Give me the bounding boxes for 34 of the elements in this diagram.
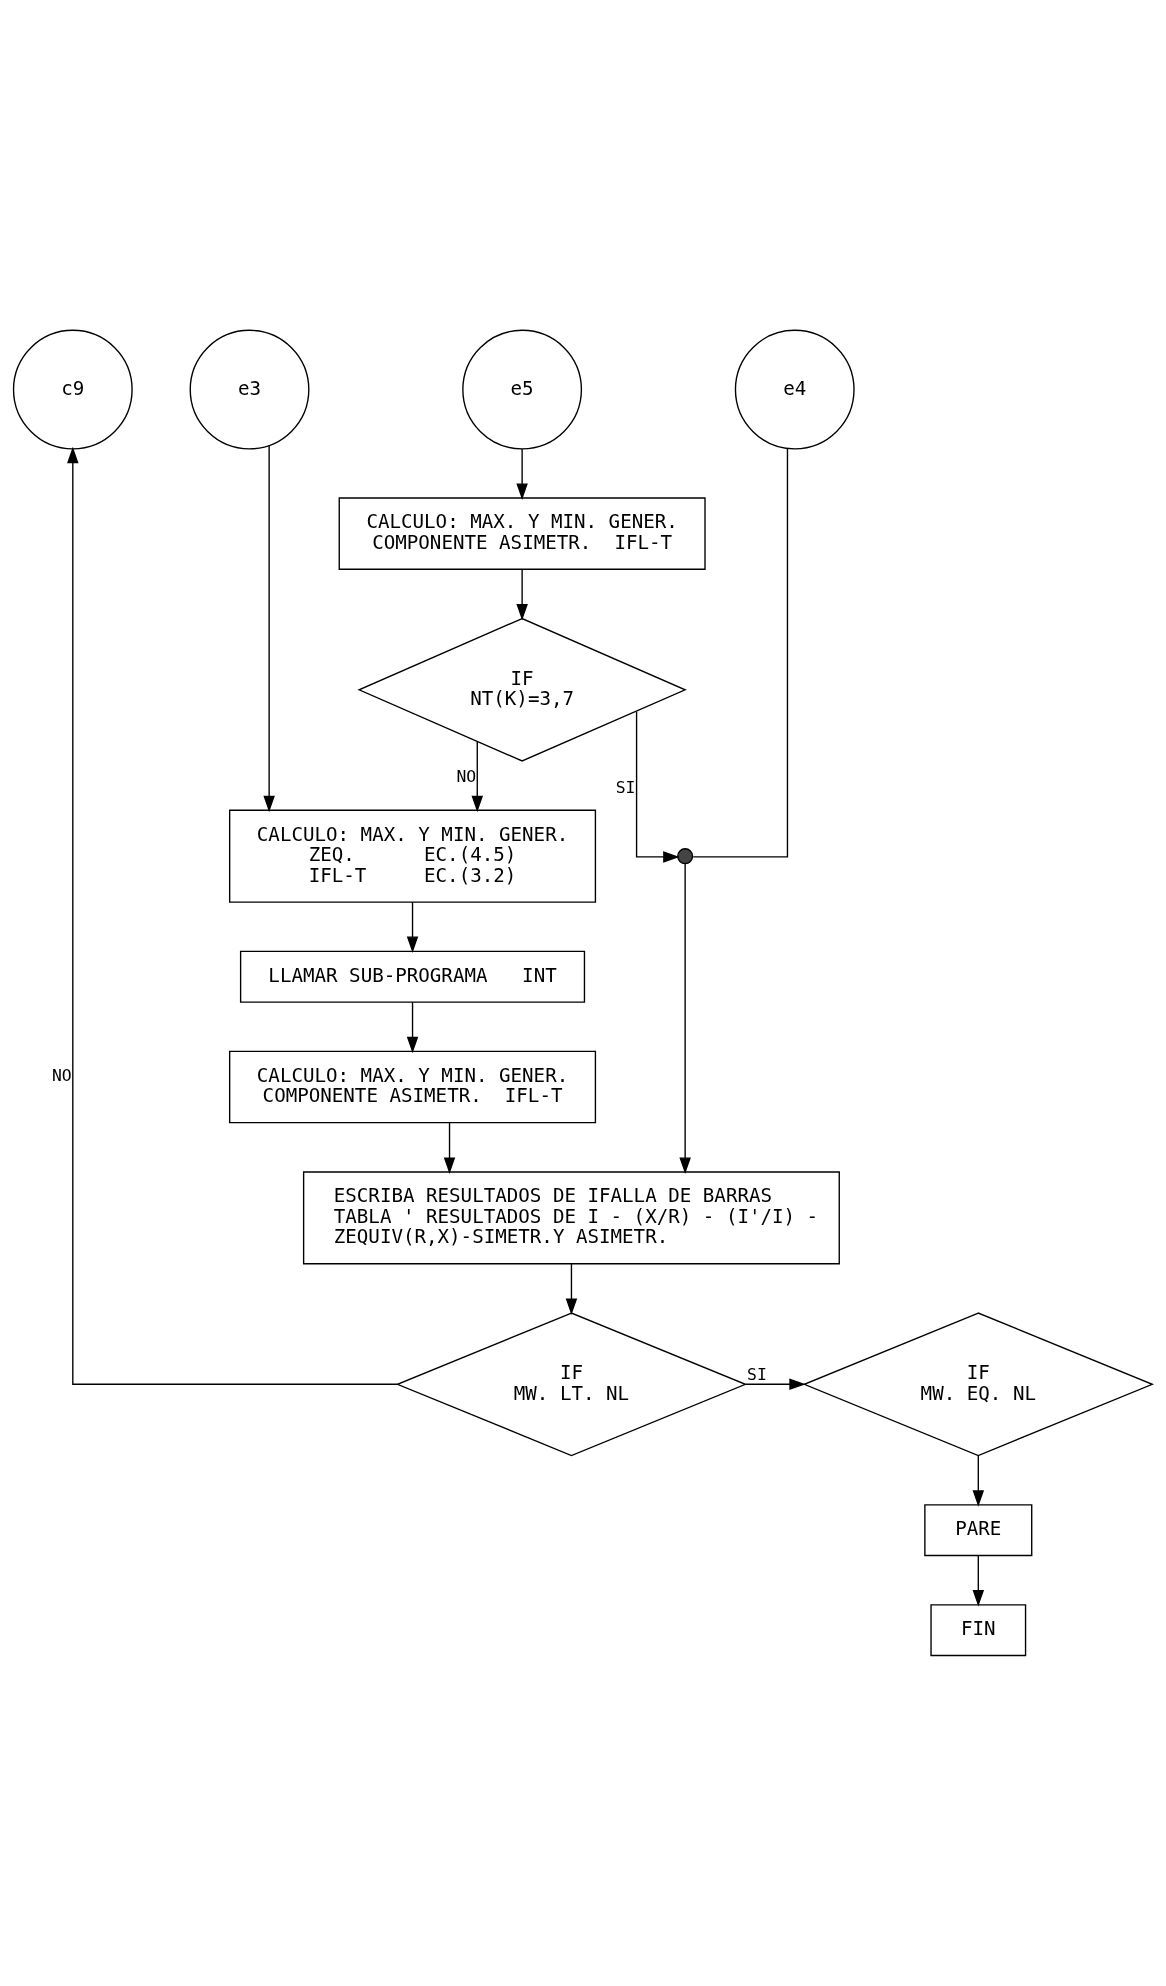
node-diamond: IF MW. LT. NL bbox=[395, 1312, 748, 1457]
node-box: CALCULO: MAX. Y MIN. GENER. COMPONENTE ASIMETR. IFL-T bbox=[228, 1050, 597, 1124]
edge-label: NO bbox=[456, 767, 477, 787]
arrow bbox=[516, 448, 528, 500]
node-diamond: IF NT(K)=3,7 bbox=[357, 617, 687, 762]
node-box: CALCULO: MAX. Y MIN. GENER. ZEQ. EC.(4.5) IFL-T EC.(3.2) bbox=[228, 809, 597, 903]
arrow bbox=[745, 1378, 806, 1391]
arrow bbox=[972, 1454, 985, 1507]
arrow bbox=[972, 1555, 985, 1607]
node-circle: e5 bbox=[462, 329, 583, 450]
node-circle: e4 bbox=[734, 329, 855, 450]
arrow bbox=[443, 1122, 456, 1174]
node-circle: c9 bbox=[12, 329, 133, 450]
arrow bbox=[516, 568, 528, 621]
edge-label: NO bbox=[51, 1066, 72, 1086]
arrow bbox=[406, 901, 419, 953]
arrow bbox=[263, 444, 275, 813]
arrow bbox=[471, 740, 484, 813]
arrow bbox=[67, 446, 399, 1385]
node-circle bbox=[677, 848, 694, 865]
node-diamond: IF MW. EQ. NL bbox=[802, 1312, 1155, 1457]
node-circle: e3 bbox=[189, 329, 310, 450]
edge-label: SI bbox=[747, 1364, 767, 1384]
edge-label: SI bbox=[615, 778, 636, 798]
arrow bbox=[406, 1001, 419, 1054]
arrow bbox=[635, 710, 680, 863]
arrow bbox=[565, 1263, 578, 1315]
arrow bbox=[679, 863, 691, 1174]
node-box: PARE bbox=[924, 1504, 1033, 1557]
node-box: LLAMAR SUB-PROGRAMA INT bbox=[239, 950, 586, 1003]
node-box: FIN bbox=[930, 1604, 1027, 1657]
node-box: ESCRIBA RESULTADOS DE IFALLA DE BARRAS TABLA ' RESULTADOS DE I - (X/R) - (I'/I) - ZEQUIV(R,X)-SIMETR.Y ASIMETR. bbox=[302, 1171, 840, 1265]
node-box: CALCULO: MAX. Y MIN. GENER. COMPONENTE ASIMETR. IFL-T bbox=[338, 497, 706, 570]
connector bbox=[692, 447, 789, 858]
